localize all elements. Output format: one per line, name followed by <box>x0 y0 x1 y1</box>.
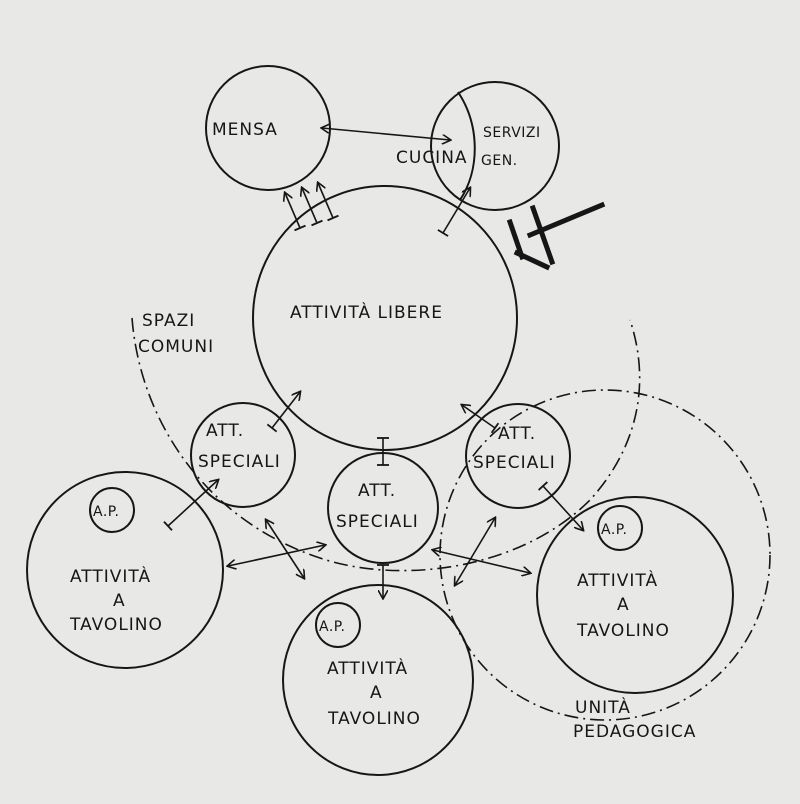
tavolino-left-line3: TAVOLINO <box>69 615 163 635</box>
cucina-label: CUCINA <box>396 148 468 168</box>
unita-pedagogica-boundary <box>439 389 771 721</box>
mensa-cucina-arrow <box>322 128 450 140</box>
ap-left-circle <box>89 487 135 533</box>
attright-tavolino-link <box>543 486 583 530</box>
cucina-circle <box>430 81 560 211</box>
right-cross-diagonal <box>455 518 495 585</box>
ap-center-circle <box>315 602 361 648</box>
comuni-label: COMUNI <box>138 337 214 357</box>
tavolino-center-line2: A <box>370 683 383 703</box>
ap-center-label: A.P. <box>319 619 346 635</box>
tavolino-right-line3: TAVOLINO <box>576 621 670 641</box>
att-speciali-center-circle <box>327 452 439 564</box>
cucina-libere-link <box>443 188 470 233</box>
tavolino-left-line1: ATTIVITÀ <box>70 565 151 587</box>
ap-left-label: A.P. <box>93 504 120 520</box>
speciali-left-label: SPECIALI <box>198 452 281 472</box>
tavolino-center-circle <box>282 584 474 776</box>
tavolino-right-line2: A <box>617 595 630 615</box>
ap-right-circle <box>597 505 643 551</box>
libere-attleft-link <box>272 392 300 428</box>
cucina-divider <box>457 91 476 201</box>
spazi-comuni-boundary <box>131 317 641 572</box>
speciali-right-label: SPECIALI <box>473 453 556 473</box>
att-speciali-left-circle <box>190 402 296 508</box>
pedagogica-label: PEDAGOGICA <box>573 722 696 742</box>
tavolino-right-line1: ATTIVITÀ <box>577 569 658 591</box>
tavolino-left-line2: A <box>113 591 126 611</box>
spazi-label: SPAZI <box>142 311 195 331</box>
att-right-label: ATT. <box>498 424 536 444</box>
ap-right-label: A.P. <box>601 522 628 538</box>
servizi-label: SERVIZI <box>483 125 541 141</box>
tavolino-left-circle <box>26 471 224 669</box>
att-speciali-right-circle <box>465 403 571 509</box>
tavolino-center-line1: ATTIVITÀ <box>327 657 408 679</box>
libere-attright-link <box>462 405 495 428</box>
servizi-gen-label: GEN. <box>481 153 518 169</box>
mensa-label: MENSA <box>212 120 278 140</box>
mensa-libere-link-2 <box>302 188 317 223</box>
unita-label: UNITÀ <box>575 696 631 718</box>
att-left-label: ATT. <box>206 421 244 441</box>
tavolino-center-line3: TAVOLINO <box>327 709 421 729</box>
attleft-tavolino-link <box>168 480 218 526</box>
mensa-libere-link-3 <box>318 183 333 218</box>
attivita-libere-label: ATTIVITÀ LIBERE <box>290 301 443 323</box>
entrance-symbol <box>506 201 606 271</box>
mensa-libere-link-1 <box>285 193 300 228</box>
att-center-label: ATT. <box>358 481 396 501</box>
tavolino-right-circle <box>536 496 734 694</box>
left-cross-diagonal <box>266 520 304 578</box>
right-cross-horizontal <box>433 550 530 573</box>
speciali-center-label: SPECIALI <box>336 512 419 532</box>
